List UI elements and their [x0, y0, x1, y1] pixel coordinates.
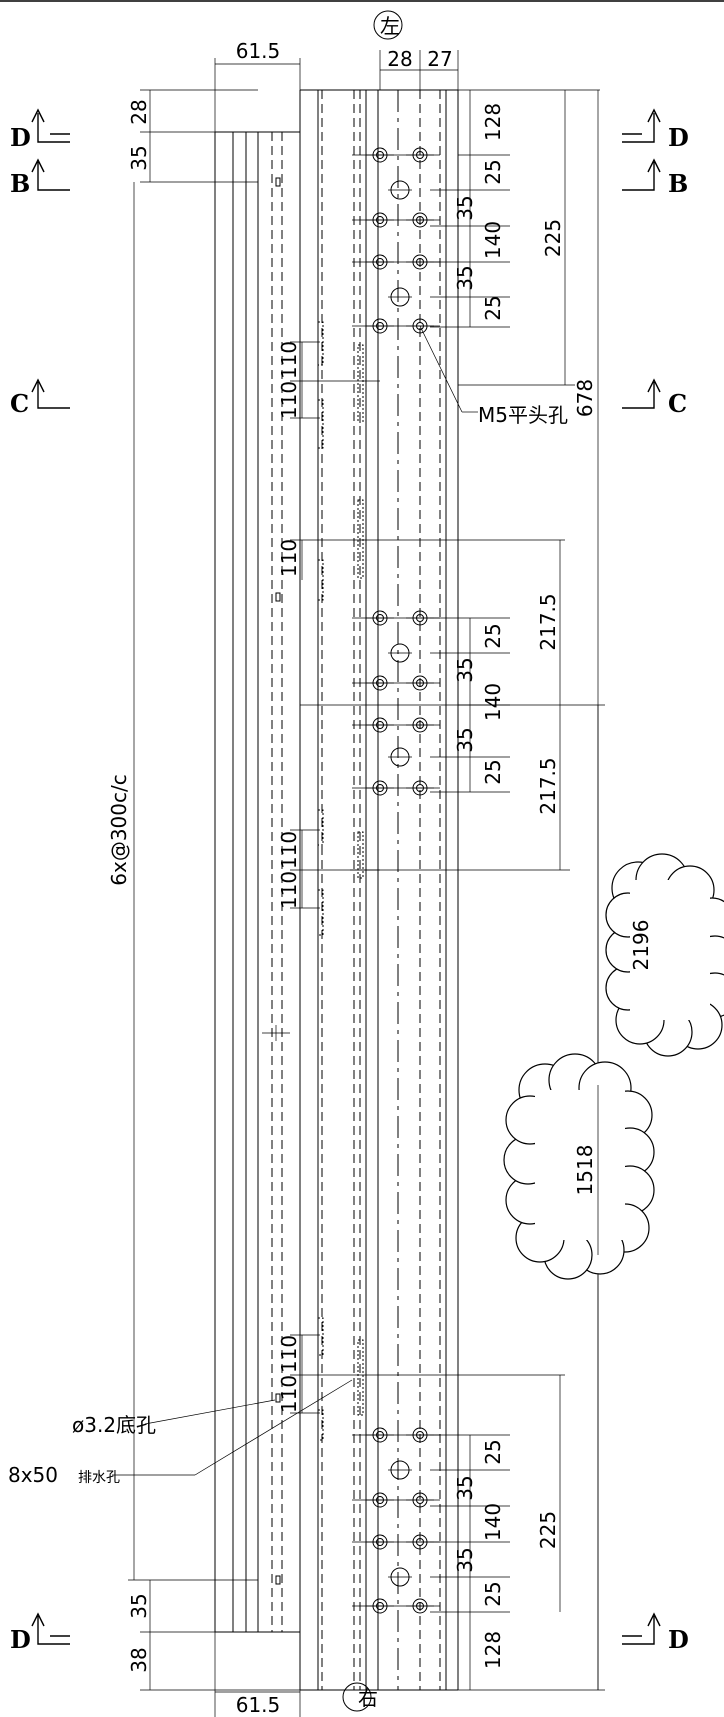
- dim-mid-217-5b: 217.5: [536, 757, 560, 814]
- section-D-bottom-left: D: [10, 1625, 31, 1654]
- dim-r-225: 225: [541, 219, 565, 257]
- section-D-bottom-right: D: [668, 1625, 689, 1654]
- top-dimensions: 61.5 28 27: [214, 39, 459, 132]
- drain-slot: [317, 1409, 324, 1441]
- dim-top-27: 27: [427, 47, 452, 71]
- top-marker-text: 左: [380, 14, 400, 38]
- screw-holes: [352, 147, 440, 1614]
- section-D-top-left: D: [10, 123, 31, 152]
- slot-dims-top: 110 110 110: [277, 341, 565, 580]
- dim-1518: 1518: [573, 1145, 597, 1196]
- left-dimensions: 28 35 6x@300c/c 35 38: [107, 89, 300, 1691]
- bottom-hole-callout: ø3.2底孔 8x50 排水孔: [8, 1379, 353, 1487]
- section-C-right: C: [668, 389, 687, 418]
- section-marks: D B C D D B C D: [10, 108, 689, 1654]
- dim-mid-35a: 35: [453, 657, 477, 682]
- dim-r-128: 128: [481, 103, 505, 141]
- dim-mid-35b: 35: [453, 727, 477, 752]
- dim-bot-128: 128: [481, 1631, 505, 1669]
- drain-label: 排水孔: [78, 1470, 120, 1486]
- bottom-marker-circle: [342, 1682, 372, 1712]
- right-dims-mid: 25 35 140 35 25 217.5 217.5: [300, 540, 570, 871]
- slot-dims-mid: 110 110: [277, 829, 380, 909]
- dim-slot-110b: 110: [277, 381, 301, 419]
- dim-slot-110d: 110: [277, 831, 301, 869]
- dim-left-bot-38: 38: [127, 1647, 151, 1672]
- section-B-left: B: [10, 169, 30, 198]
- dim-bot-25a: 25: [481, 1439, 505, 1464]
- dim-bot-35a: 35: [453, 1475, 477, 1500]
- dim-r-35b: 35: [453, 265, 477, 290]
- dim-r-140: 140: [481, 221, 505, 259]
- dim-bottom-61-5: 61.5: [236, 1693, 281, 1717]
- dim-slot-110f: 110: [277, 1335, 301, 1373]
- dim-mid-140: 140: [481, 683, 505, 721]
- dim-slot-110c: 110: [277, 539, 301, 577]
- left-profile-marks: [262, 177, 290, 1585]
- m5-callout: M5平头孔: [419, 325, 568, 427]
- bottom-hole-label: ø3.2底孔: [72, 1413, 156, 1437]
- section-C-left: C: [10, 389, 29, 418]
- dim-2196: 2196: [629, 920, 653, 971]
- dim-top-28: 28: [387, 47, 412, 71]
- drain-slot: [317, 559, 324, 601]
- section-B-right: B: [668, 169, 688, 198]
- drain-slot: [317, 399, 324, 449]
- section-D-top-right: D: [668, 123, 689, 152]
- dim-mid-25a: 25: [481, 623, 505, 648]
- dim-top-61-5: 61.5: [236, 39, 281, 63]
- revision-cloud-2196: 2196: [597, 705, 724, 1690]
- dim-bot-35b: 35: [453, 1547, 477, 1572]
- dim-bot-140: 140: [481, 1503, 505, 1541]
- dim-slot-110a: 110: [277, 341, 301, 379]
- dim-r-25a: 25: [481, 159, 505, 184]
- revision-cloud-1518: 1518: [503, 1053, 655, 1280]
- dim-mid-25b: 25: [481, 759, 505, 784]
- drain-slot: [317, 889, 324, 936]
- bottom-dimensions: 61.5: [214, 1632, 301, 1717]
- drain-slot: [357, 499, 364, 579]
- dim-slot-110e: 110: [277, 871, 301, 909]
- dim-mid-217-5a: 217.5: [536, 593, 560, 650]
- slot-dims-bottom: 110 110: [277, 1334, 565, 1414]
- m5-label: M5平头孔: [478, 403, 568, 427]
- dim-bot-225: 225: [536, 1511, 560, 1549]
- dim-r-35a: 35: [453, 195, 477, 220]
- dim-r-678: 678: [573, 379, 597, 417]
- drain-slot: [357, 831, 364, 879]
- right-dims-bottom: 25 35 140 35 25 128 225: [430, 1375, 561, 1690]
- main-profile: [299, 89, 459, 1691]
- dim-left-top-28: 28: [127, 99, 151, 124]
- right-dims-top: 128 25 35 140 35 25 225 678: [430, 89, 605, 706]
- dim-bot-25b: 25: [481, 1581, 505, 1606]
- top-marker-circle: [373, 10, 403, 40]
- drain-slot: [317, 1317, 324, 1356]
- dim-slot-110g: 110: [277, 1375, 301, 1413]
- bottom-marker-text: 右: [358, 1686, 378, 1710]
- dim-r-25b: 25: [481, 295, 505, 320]
- drain-slot: [357, 344, 364, 423]
- drain-slots: [317, 321, 364, 1441]
- dim-left-bot-35: 35: [127, 1593, 151, 1618]
- dim-left-top-35: 35: [127, 145, 151, 170]
- drain-size-label: 8x50: [8, 1463, 58, 1487]
- pitch-note: 6x@300c/c: [107, 774, 131, 885]
